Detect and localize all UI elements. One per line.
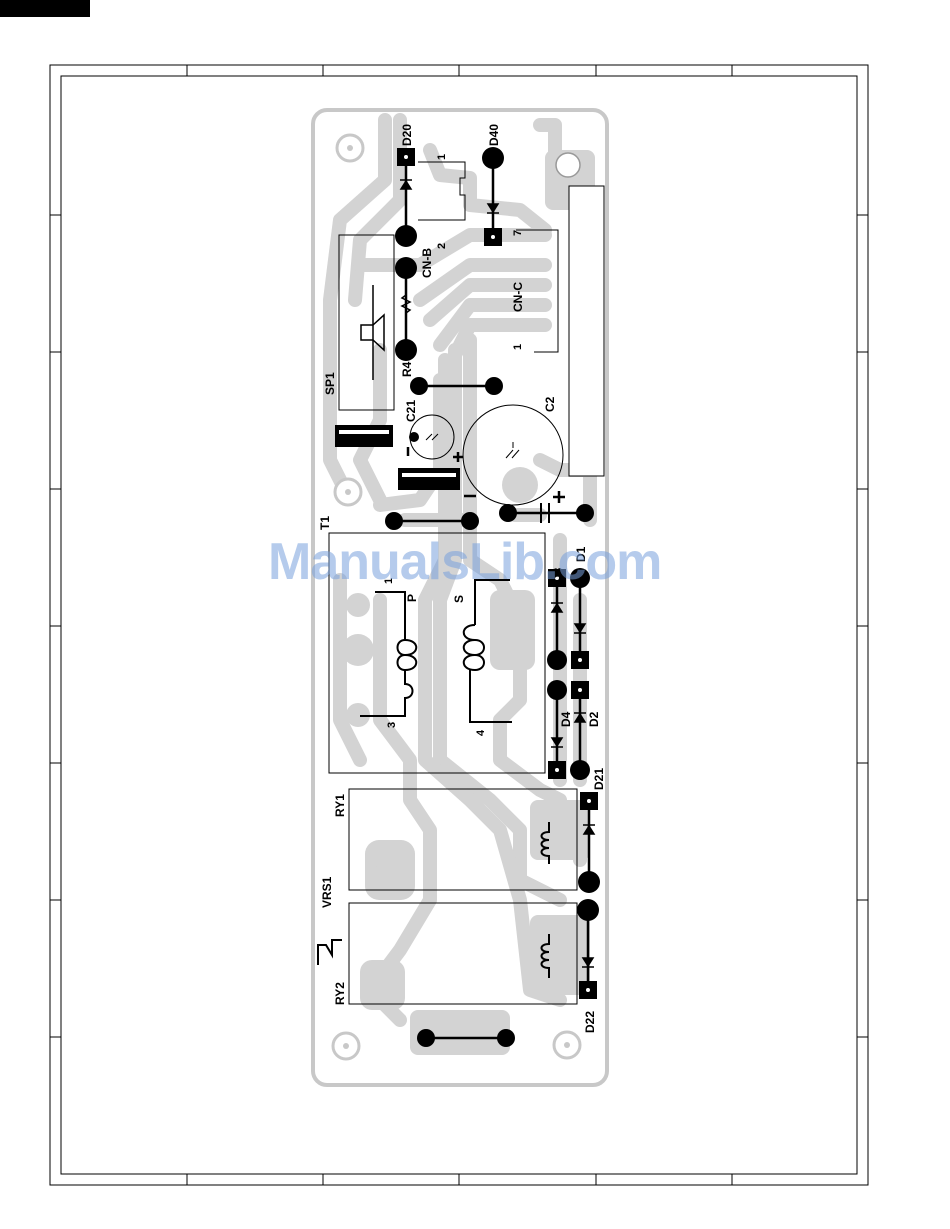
label-d20: D20 [400, 124, 414, 146]
label-s: S [452, 595, 466, 603]
label-sp1: SP1 [323, 372, 337, 395]
label-d21: D21 [592, 768, 606, 790]
watermark: ManualsLib.com [268, 532, 661, 592]
label-cnc: CN-C [511, 282, 525, 312]
label-d4: D4 [559, 711, 573, 727]
label-ry1: RY1 [333, 794, 347, 817]
label-pin3: 3 [386, 722, 398, 728]
label-c21: C21 [404, 400, 418, 422]
label-ry2: RY2 [333, 982, 347, 1005]
label-p: P [405, 594, 419, 602]
label-r4: R4 [400, 361, 414, 377]
label-d40: D40 [487, 124, 501, 146]
label-pin2: 2 [436, 243, 448, 249]
label-cnb: CN-B [420, 248, 434, 278]
label-pin7: 7 [512, 230, 524, 236]
label-pin1-cnc: 1 [512, 344, 524, 350]
label-d22: D22 [583, 1011, 597, 1033]
bar-gap [339, 430, 389, 434]
bar-gap [402, 473, 456, 477]
label-pin4: 4 [475, 729, 487, 736]
label-d2: D2 [587, 711, 601, 727]
label-pin1-top: 1 [436, 154, 448, 160]
label-t1: T1 [318, 516, 332, 530]
label-vrs1: VRS1 [320, 876, 334, 908]
label-c2: C2 [543, 396, 557, 412]
